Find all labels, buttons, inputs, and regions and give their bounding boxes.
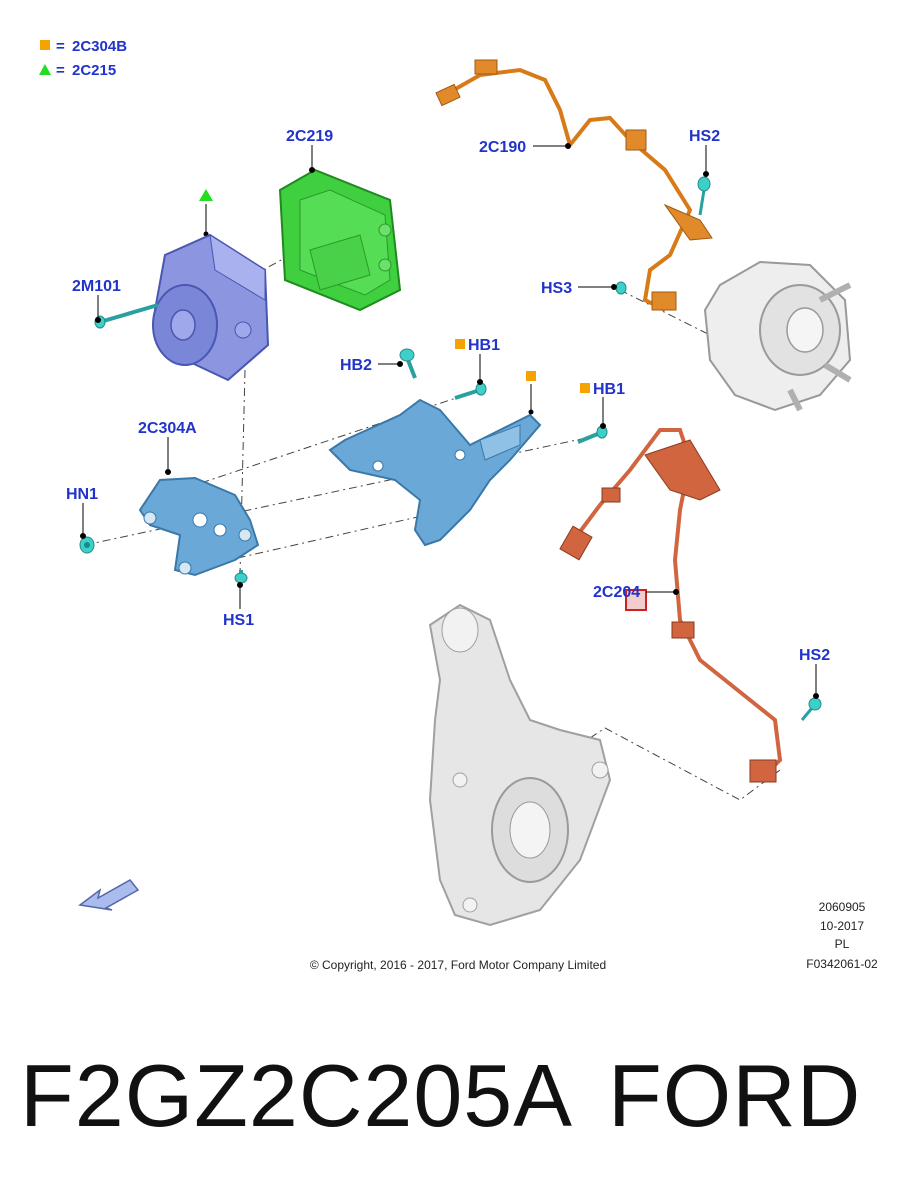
- label-hb2: HB2: [340, 357, 372, 374]
- legend-triangle-icon: [39, 64, 51, 75]
- legend: = 2C304B = 2C215: [39, 38, 127, 79]
- bracket-2c304b: [328, 371, 542, 547]
- label-2m101: 2M101: [72, 278, 121, 295]
- figure-meta: 2060905 10-2017 PL F0342061-02 © Copyrig…: [310, 900, 878, 972]
- legend-square-code: 2C304B: [72, 38, 127, 55]
- brand-name: FORD: [608, 1046, 862, 1145]
- steering-knuckle: [428, 603, 612, 927]
- legend-square-icon: [40, 40, 50, 50]
- label-hs2-bottom: HS2: [799, 647, 830, 664]
- part-number: F2GZ2C205A: [20, 1046, 573, 1145]
- abs-hydraulic-unit: [152, 189, 270, 382]
- hb1-right-square-icon: [580, 383, 590, 393]
- label-hs3: HS3: [541, 280, 572, 297]
- hb1-mid-square-icon: [455, 339, 465, 349]
- label-2c304a: 2C304A: [138, 420, 197, 437]
- nut-hn1: [79, 536, 95, 554]
- bolt-hs2-bottom: [800, 697, 822, 721]
- parts-diagram: = 2C304B = 2C215: [39, 38, 878, 972]
- callout-labels: 2C219 2M101 2C190 HS2 HS3 HB1 HB2 HB1 2C…: [66, 128, 830, 664]
- bolt-hs1: [234, 570, 248, 584]
- label-hn1: HN1: [66, 486, 98, 503]
- bolt-hb1-mid: [454, 382, 487, 400]
- copyright: © Copyright, 2016 - 2017, Ford Motor Com…: [310, 958, 606, 972]
- meta-date: 10-2017: [820, 919, 864, 933]
- legend-square-equals: =: [56, 38, 65, 55]
- bracket-2c304b-square-icon: [526, 371, 536, 381]
- abs-unit-triangle-icon: [199, 189, 213, 201]
- sensor-2c204-highlight-square: [625, 589, 647, 611]
- legend-triangle-code: 2C215: [72, 62, 116, 79]
- fasteners: [79, 176, 822, 721]
- front-direction-arrow-icon: [78, 879, 140, 911]
- bracket-2c304a: [138, 476, 260, 577]
- bolt-2m101: [94, 303, 159, 329]
- bolt-hs3: [615, 281, 627, 295]
- label-hs2-top: HS2: [689, 128, 720, 145]
- leader-lines: [80, 143, 819, 699]
- wheel-hub: [703, 260, 852, 412]
- label-2c190: 2C190: [479, 139, 526, 156]
- label-2c219: 2C219: [286, 128, 333, 145]
- bolt-hb2: [399, 348, 417, 379]
- label-2c204: 2C204: [593, 584, 640, 601]
- wheel-sensor-2c204: [559, 428, 783, 783]
- wheel-sensor-2c190: [435, 59, 713, 312]
- abs-control-module-2c219: [278, 168, 402, 312]
- bolt-hs2-top: [697, 176, 711, 216]
- meta-number: 2060905: [819, 900, 866, 914]
- meta-figure-id: F0342061-02: [806, 957, 878, 971]
- legend-triangle-equals: =: [56, 62, 65, 79]
- label-hb1-mid: HB1: [468, 337, 500, 354]
- label-hs1: HS1: [223, 612, 254, 629]
- meta-region: PL: [835, 937, 850, 951]
- label-hb1-right: HB1: [593, 381, 625, 398]
